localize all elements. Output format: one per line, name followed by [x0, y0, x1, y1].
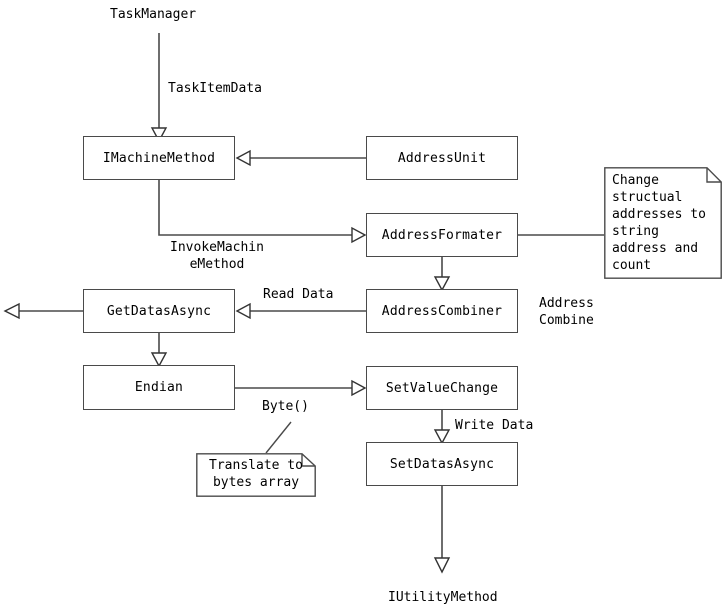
label-taskmanager: TaskManager — [110, 7, 197, 22]
note-shape — [196, 453, 316, 497]
arrowhead-addresscombiner-to-getdatasasync — [235, 302, 251, 320]
node-setvaluechange[interactable]: SetValueChange — [366, 366, 518, 410]
node-addressformater[interactable]: AddressFormater — [366, 213, 518, 257]
node-label: SetValueChange — [385, 380, 499, 396]
arrowhead-setdatasasync-to-iutilitymethod — [433, 557, 451, 574]
note-address-change: Change structual addresses to string add… — [604, 167, 722, 279]
arrowhead-addressunit-to-imachinemethod — [235, 149, 251, 167]
arrowhead-addressformater-to-addresscombiner — [433, 276, 451, 292]
arrowhead-endian-to-setvaluechange — [351, 379, 367, 397]
node-addressunit[interactable]: AddressUnit — [366, 136, 518, 180]
arrowhead-getdatasasync-to-out — [3, 302, 20, 320]
node-imachinemethod[interactable]: IMachineMethod — [83, 136, 235, 180]
arrowhead-imachinemethod-to-addressformater — [351, 226, 367, 244]
label-taskitemdata: TaskItemData — [168, 81, 262, 96]
node-label: Endian — [134, 380, 184, 395]
node-setdatasasync[interactable]: SetDatasAsync — [366, 442, 518, 486]
note-text: Change structual addresses to string add… — [612, 173, 706, 273]
node-label: AddressFormater — [381, 227, 503, 243]
node-getdatasasync[interactable]: GetDatasAsync — [83, 289, 235, 333]
edge-imachinemethod-to-addressformater — [158, 180, 352, 236]
arrowhead-getdatasasync-to-endian — [150, 352, 168, 368]
label-invokemachinemethod: InvokeMachin eMethod — [170, 240, 264, 272]
note-shape — [604, 167, 722, 279]
node-endian[interactable]: Endian — [83, 365, 235, 410]
note-text: Translate to bytes array — [209, 458, 303, 490]
label-address-combine: Address Combine — [539, 296, 594, 328]
node-addresscombiner[interactable]: AddressCombiner — [366, 289, 518, 333]
node-label: GetDatasAsync — [106, 303, 212, 319]
arrowhead-taskmanager-to-imachinemethod — [150, 127, 168, 143]
node-label: AddressCombiner — [381, 303, 503, 319]
note-translate: Translate to bytes array — [196, 453, 316, 497]
label-iutilitymethod: IUtilityMethod — [388, 590, 498, 605]
node-label: AddressUnit — [397, 150, 487, 166]
arrowhead-setvaluechange-to-setdatasasync — [433, 429, 451, 445]
label-write-data: Write Data — [455, 418, 534, 433]
label-read-data: Read Data — [263, 287, 334, 302]
label-byte: Byte() — [262, 399, 309, 414]
edge-note-translate-leader — [265, 421, 292, 454]
node-label: IMachineMethod — [102, 150, 216, 166]
node-label: SetDatasAsync — [389, 456, 495, 472]
